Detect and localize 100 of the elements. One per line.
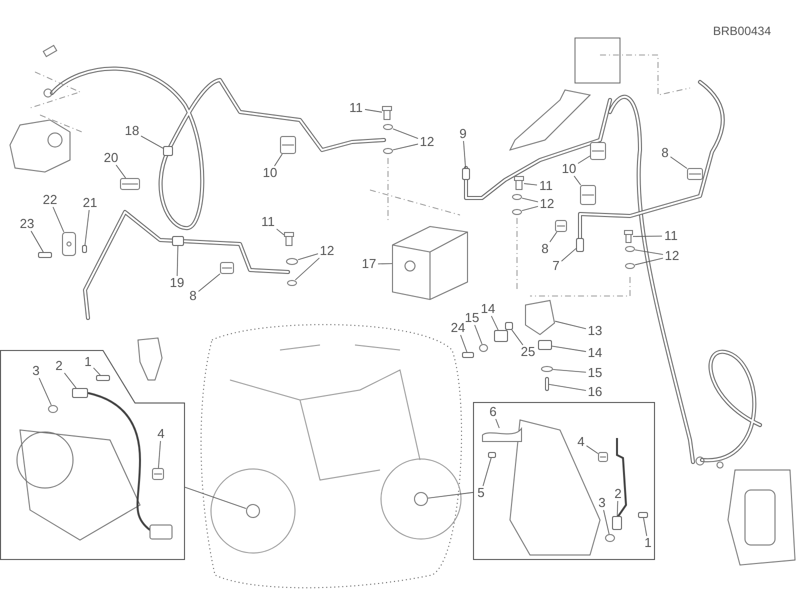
callout-number: 20 [102,151,120,165]
leader-line [522,206,538,212]
washer-drawing [383,148,393,154]
screw-drawing [488,452,496,458]
leader-line [490,316,498,330]
drawing-code: BRB00434 [712,24,772,38]
screw-drawing [505,322,513,330]
leader-line [428,492,474,499]
clip-drawing [120,178,140,190]
leader-line [574,176,582,186]
wheel-hub [414,492,428,506]
callout-number: 7 [550,259,562,273]
abs-unit-drawing [392,226,468,300]
leader-line [276,228,284,236]
lever-bracket-drawing [482,428,522,442]
callout-number: 19 [168,276,186,290]
leader-line [495,418,500,428]
clip-drawing [280,136,296,154]
hose-fitting-drawing [172,236,184,246]
leader-line [643,518,648,536]
leader-line [632,236,662,237]
leader-line [294,258,320,280]
washer-drawing [286,258,298,265]
callout-number: 18 [123,124,141,138]
hose-fitting-drawing [462,168,470,180]
leader-line [670,156,688,169]
callout-number: 3 [30,364,42,378]
callout-number: 3 [596,496,608,510]
leader-line [274,154,283,166]
callout-number: 17 [360,257,378,271]
callout-number: 21 [81,196,99,210]
sensor-drawing [72,388,88,398]
leader-line [392,144,418,150]
callout-number: 23 [18,217,36,231]
bolt-drawing [624,230,633,243]
leader-line [634,258,664,266]
leader-line [482,458,492,486]
leader-line [463,140,466,168]
callout-number: 8 [540,242,550,256]
callout-number: 13 [586,324,604,338]
washer-drawing [605,534,615,542]
leader-line [158,440,161,468]
leader-line [616,500,618,516]
callout-number: 10 [560,162,578,176]
leader-line [184,486,246,509]
leader-line [578,156,590,164]
callout-number: 22 [41,193,59,207]
leader-line [30,230,44,252]
callout-number: 8 [660,146,670,160]
leader-line [84,210,90,246]
clip-drawing [580,185,596,205]
leader-line [93,367,101,376]
leader-line [140,136,164,149]
washer-drawing [541,366,553,372]
callout-number: 11 [662,229,680,243]
rubber-mount-drawing [494,330,508,342]
washer-drawing [479,344,488,352]
clip-drawing [152,468,164,480]
callout-number: 8 [188,289,198,303]
callout-number: 14 [586,346,604,360]
screw-drawing [545,377,549,391]
clip-drawing [687,168,703,180]
callout-number: 11 [259,215,277,229]
sensor-drawing [612,516,622,530]
callout-number: 9 [458,127,468,141]
washer-drawing [48,405,58,413]
screw-drawing [96,375,110,381]
screw-drawing [462,352,474,358]
washer-drawing [512,209,522,215]
leader-line [460,334,468,352]
leader-line [298,253,318,260]
callout-number: 4 [156,427,166,441]
callout-number: 5 [476,486,486,500]
leader-line [512,330,524,346]
leader-line [176,246,178,276]
callout-number: 12 [538,197,556,211]
leader-line [554,320,586,330]
screw-drawing [38,252,52,258]
callout-number: 2 [612,487,624,501]
leader-line [552,346,586,352]
callout-number: 1 [642,536,654,550]
clip-drawing [555,220,567,232]
callout-number: 12 [663,249,681,263]
callout-number: 15 [586,366,604,380]
callout-number: 4 [576,435,586,449]
leader-line [603,510,610,534]
leader-line [561,248,576,262]
clamp-drawing [62,232,76,256]
wheel-hub [246,504,260,518]
screw-drawing [638,512,648,518]
callout-number: 1 [82,355,94,369]
bolt-drawing [284,232,294,246]
leader-line [378,263,392,264]
clip-drawing [598,452,608,462]
leader-line [549,232,558,242]
spacer-drawing [82,245,87,253]
washer-drawing [625,246,635,252]
washer-drawing [287,280,297,286]
callout-number: 14 [479,302,497,316]
leader-line [392,128,418,139]
